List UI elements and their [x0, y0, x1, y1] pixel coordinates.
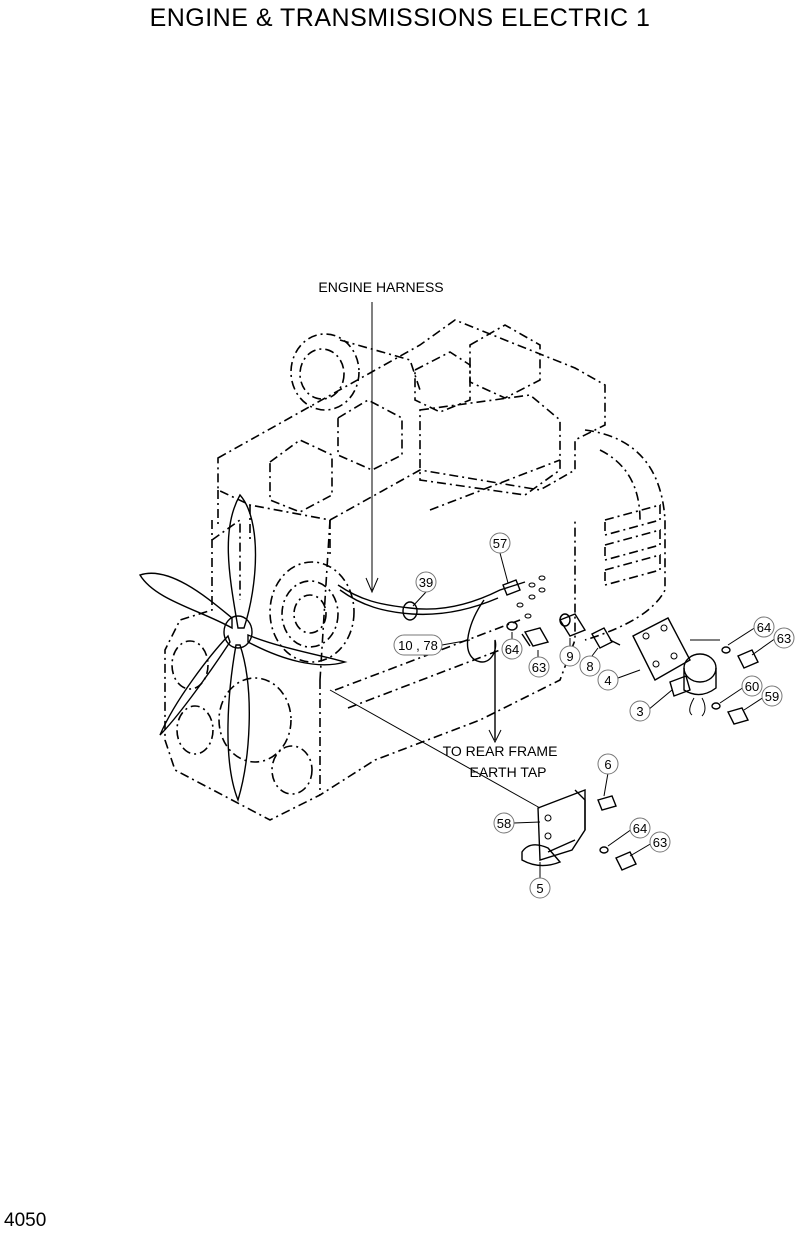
callout-4-label: 4 — [604, 673, 611, 688]
rear-frame-note-line2: EARTH TAP — [469, 764, 546, 780]
callout-63-c-label: 63 — [653, 835, 667, 850]
callout-39-label: 39 — [419, 575, 433, 590]
callout-8-label: 8 — [586, 659, 593, 674]
callout-4: 4 — [597, 669, 619, 691]
component-parts — [502, 575, 759, 871]
callout-9-label: 9 — [566, 649, 573, 664]
callout-63-b: 63 — [773, 627, 795, 649]
callout-63-a-label: 63 — [532, 660, 546, 675]
rear-frame-note-line1: TO REAR FRAME — [443, 743, 558, 759]
callout-10-78-label: 10 , 78 — [398, 638, 438, 653]
callout-6: 6 — [597, 753, 619, 775]
callout-8: 8 — [579, 655, 601, 677]
callout-57-label: 57 — [493, 536, 507, 551]
callout-64-a: 64 — [501, 638, 523, 660]
page-number: 4050 — [4, 1210, 47, 1231]
callout-39: 39 — [415, 571, 437, 593]
engine-harness-wire — [337, 302, 526, 744]
callout-63-b-label: 63 — [777, 631, 791, 646]
callout-63-a: 63 — [528, 656, 550, 678]
callout-59-label: 59 — [765, 689, 779, 704]
callout-5: 5 — [529, 877, 551, 899]
cooling-fan — [138, 493, 348, 803]
callout-5-label: 5 — [536, 881, 543, 896]
callout-3-label: 3 — [636, 704, 643, 719]
callout-60: 60 — [741, 675, 763, 697]
callout-57: 57 — [489, 532, 511, 554]
callout-63-c: 63 — [649, 831, 671, 853]
callout-58-label: 58 — [497, 816, 511, 831]
callout-64-b: 64 — [753, 616, 775, 638]
callout-64-c: 64 — [629, 817, 651, 839]
callout-64-c-label: 64 — [633, 821, 647, 836]
engine-harness-note: ENGINE HARNESS — [318, 279, 443, 295]
callout-64-b-label: 64 — [757, 620, 771, 635]
callout-9: 9 — [559, 645, 581, 667]
callout-6-label: 6 — [604, 757, 611, 772]
leader-lines — [329, 552, 777, 878]
callout-59: 59 — [761, 685, 783, 707]
page-title: ENGINE & TRANSMISSIONS ELECTRIC 1 — [149, 4, 651, 32]
callout-60-label: 60 — [745, 679, 759, 694]
engine-outline — [164, 319, 666, 821]
callout-64-a-label: 64 — [505, 642, 519, 657]
callout-10-78: 10 , 78 — [393, 634, 443, 656]
callout-3: 3 — [629, 700, 651, 722]
callout-58: 58 — [493, 812, 515, 834]
